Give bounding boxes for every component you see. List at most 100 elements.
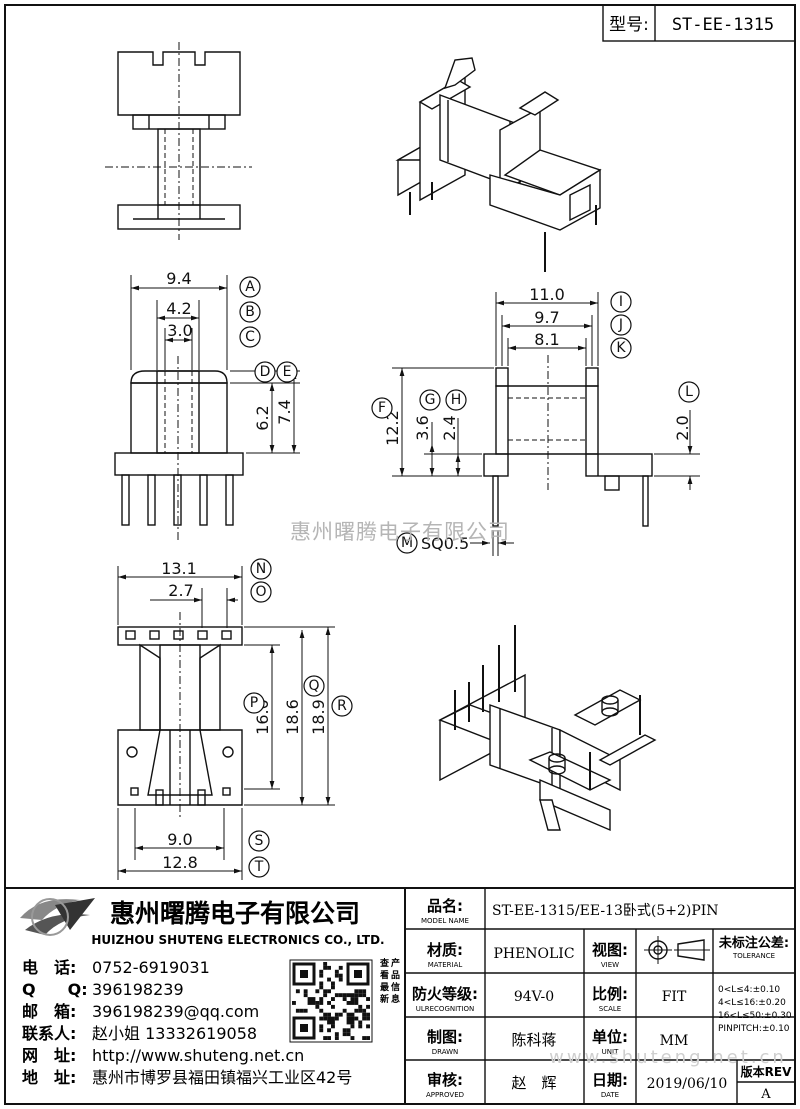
qr-module (327, 1036, 331, 1040)
bottom-view (117, 612, 243, 820)
qr-module (303, 989, 308, 994)
qr-module (354, 993, 359, 998)
qr-module (323, 965, 328, 970)
contact-person-label: 联系人: (22, 1024, 76, 1043)
company-logo (20, 898, 95, 936)
callout-b: B (245, 304, 255, 320)
qr-module (346, 1012, 351, 1017)
qr-module (338, 977, 343, 982)
tb-model-name-label: 品名: (427, 897, 463, 915)
tb-drawn-en: DRAWN (432, 1048, 459, 1056)
tb-rev-label: 版本REV (741, 1064, 792, 1079)
qr-module (303, 993, 308, 998)
qr-module (327, 989, 331, 994)
tb-material-label: 材质: (427, 941, 463, 959)
qr-module (327, 1001, 331, 1005)
qr-module (319, 1016, 324, 1021)
contact-website-value: http://www.shuteng.net.cn (92, 1046, 304, 1065)
qr-module (319, 997, 324, 1001)
qr-module (315, 1004, 320, 1009)
callout-d: D (260, 364, 271, 380)
qr-module (358, 1024, 363, 1029)
callout-e: E (283, 364, 292, 380)
dim-m-value: SQ0.5 (421, 534, 469, 553)
qr-module (303, 1008, 308, 1013)
qr-module (362, 1012, 367, 1017)
dim-d-value: 6.2 (253, 405, 272, 430)
callout-r: R (337, 698, 347, 714)
qr-module (319, 973, 324, 978)
qr-code-modules (292, 962, 370, 1040)
qr-module (327, 965, 331, 970)
dim-r-value: 18.9 (309, 699, 328, 735)
qr-module (331, 997, 335, 1001)
callout-i: I (619, 294, 623, 310)
qr-module (323, 993, 328, 998)
qr-module (327, 1028, 331, 1033)
qr-module (338, 1012, 343, 1017)
qr-module (319, 1028, 324, 1033)
dim-a-value: 9.4 (166, 269, 191, 288)
callout-k: K (616, 340, 626, 356)
qr-module (334, 993, 339, 998)
side-view-dimensions: 11.0 9.7 8.1 12.2 3.6 2.4 2.0 SQ0.5 (383, 285, 700, 556)
contact-address-label: 地 址: (22, 1068, 76, 1087)
qr-module (319, 1008, 324, 1013)
callout-c: C (245, 329, 255, 345)
tb-tolerance-en: TOLERANCE (732, 952, 775, 960)
qr-module (342, 993, 347, 998)
dim-o-value: 2.7 (168, 581, 193, 600)
qr-module (342, 1032, 347, 1037)
contact-person-value: 赵小姐 13332619058 (92, 1024, 257, 1043)
tb-ul-en: ULRECOGNITION (416, 1005, 475, 1013)
tb-approved-label: 审核: (427, 1071, 463, 1089)
callout-o: O (255, 584, 266, 600)
callout-labels: A B C D E F G H I J K L M N O P Q R S T (239, 276, 700, 878)
dim-h-value: 2.4 (440, 415, 459, 440)
model-header-label: 型号: (609, 15, 649, 35)
side-view (483, 355, 653, 527)
projection-symbol (644, 936, 710, 964)
qr-module (362, 1036, 367, 1040)
dim-g-value: 3.6 (413, 415, 432, 440)
qr-module (292, 1001, 296, 1005)
tb-tolerance-row-2: 4<L≤16:±0.20 (718, 998, 786, 1008)
tb-view-label: 视图: (592, 941, 628, 959)
qr-caption-char: 新 (380, 993, 389, 1005)
isometric-view-1 (395, 57, 602, 272)
tb-tolerance-label: 未标注公差: (718, 935, 789, 951)
contact-email-label: 邮 箱: (22, 1002, 76, 1021)
callout-q: Q (308, 678, 319, 694)
qr-caption-char: 息 (391, 993, 400, 1005)
qr-module (366, 1012, 370, 1017)
contact-qq-value: 396198239 (92, 980, 184, 999)
qr-module (362, 989, 367, 994)
qr-module (358, 1008, 363, 1013)
qr-module (319, 969, 324, 974)
model-header-value: ST-EE-1315 (672, 15, 774, 35)
qr-module (319, 981, 324, 986)
qr-module (346, 1016, 351, 1021)
contact-list: 电 话: 0752-6919031 Q Q: 396198239 邮 箱: 39… (22, 958, 352, 1087)
qr-module (334, 1012, 339, 1017)
callout-a: A (245, 279, 255, 295)
qr-module (354, 1001, 359, 1005)
qr-caption-char: 产 (391, 957, 400, 969)
qr-module (295, 1008, 300, 1013)
qr-module (366, 1036, 370, 1040)
qr-module (327, 1020, 331, 1025)
qr-module (366, 1016, 370, 1021)
qr-module (334, 1036, 339, 1040)
tb-tolerance-row-1: 0<L≤4:±0.10 (718, 985, 780, 995)
qr-module (358, 1004, 363, 1009)
qr-module (346, 1032, 351, 1037)
contact-qq-label: Q Q: (22, 980, 88, 999)
tb-approved-value: 赵 辉 (511, 1074, 556, 1092)
tb-material-en: MATERIAL (428, 961, 463, 969)
qr-module (350, 997, 355, 1001)
qr-module (366, 997, 370, 1001)
contact-phone-value: 0752-6919031 (92, 958, 210, 977)
dim-b-value: 4.2 (166, 299, 191, 318)
